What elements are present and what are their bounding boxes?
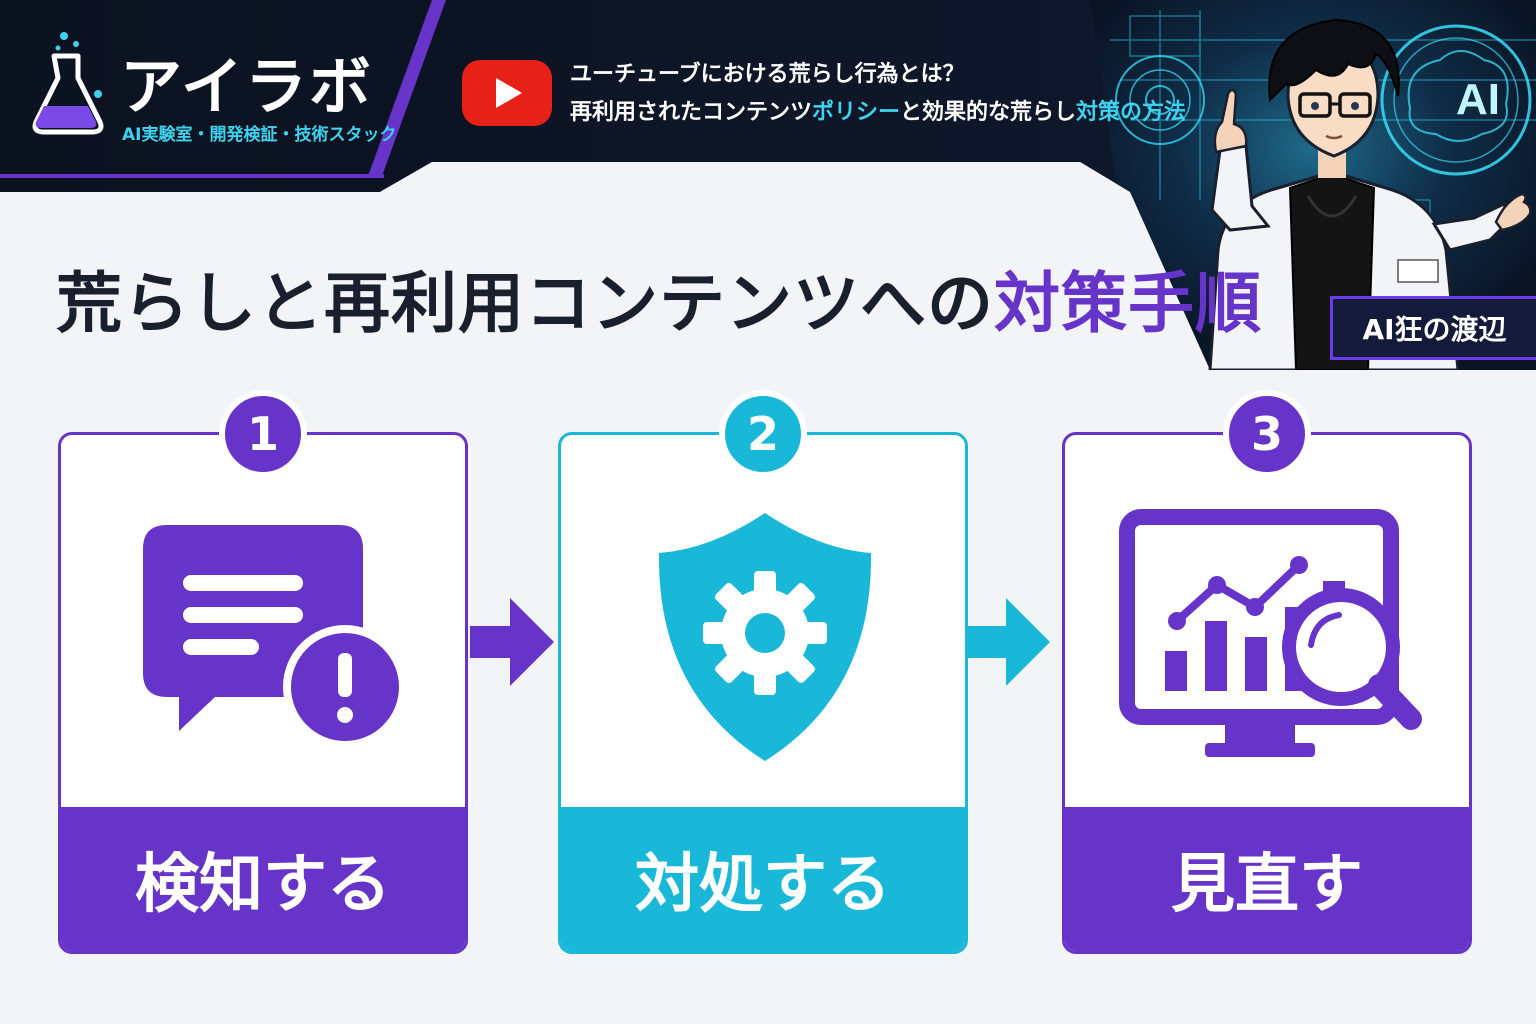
video-headline: ユーチューブにおける荒らし行為とは？ 再利用されたコンテンツポリシーと効果的な荒… [570, 56, 1200, 132]
arrow-right-icon [470, 598, 554, 686]
monitor-analytics-icon [1119, 509, 1422, 757]
arrow-right-icon [966, 598, 1050, 686]
step-card-review: 見直す [1062, 432, 1472, 954]
page-title: 荒らしと再利用コンテンツへの対策手順 [56, 250, 1261, 346]
youtube-play-icon [462, 60, 552, 126]
step-number-1: 1 [219, 390, 307, 478]
chat-alert-icon [143, 525, 407, 749]
headline-line-2-part-d: 対策の方法 [1076, 100, 1187, 125]
headline-line-2-part-c: と効果的な荒らし [900, 100, 1077, 125]
headline-line-2: 再利用されたコンテンツポリシーと効果的な荒らし対策の方法 [570, 94, 1200, 132]
ai-brain-icon: AI [1456, 75, 1500, 124]
step-card-detect: 検知する [58, 432, 468, 954]
shield-gear-icon [658, 513, 872, 761]
flask-icon [32, 32, 104, 135]
brand-subtitle: AI実験室・開発検証・技術スタック [122, 125, 397, 145]
step-label-respond: 対処する [561, 807, 965, 951]
headline-line-1: ユーチューブにおける荒らし行為とは？ [570, 62, 965, 87]
headline-line-2-part-b: ポリシー [812, 100, 901, 125]
step-number-3: 3 [1223, 390, 1311, 478]
step-number-2: 2 [719, 390, 807, 478]
step-label-detect: 検知する [61, 807, 465, 951]
title-accent: 対策手順 [994, 265, 1262, 342]
step-card-respond: 対処する [558, 432, 968, 954]
headline-line-2-part-a: 再利用されたコンテンツ [570, 100, 813, 125]
title-main: 荒らしと再利用コンテンツへの [56, 265, 994, 342]
brand-logo[interactable]: アイラボ AI実験室・開発検証・技術スタック [28, 30, 398, 150]
presenter-name-badge: AI狂の渡辺 [1330, 296, 1536, 360]
brand-name: アイラボ [120, 50, 373, 123]
step-label-review: 見直す [1065, 807, 1469, 951]
